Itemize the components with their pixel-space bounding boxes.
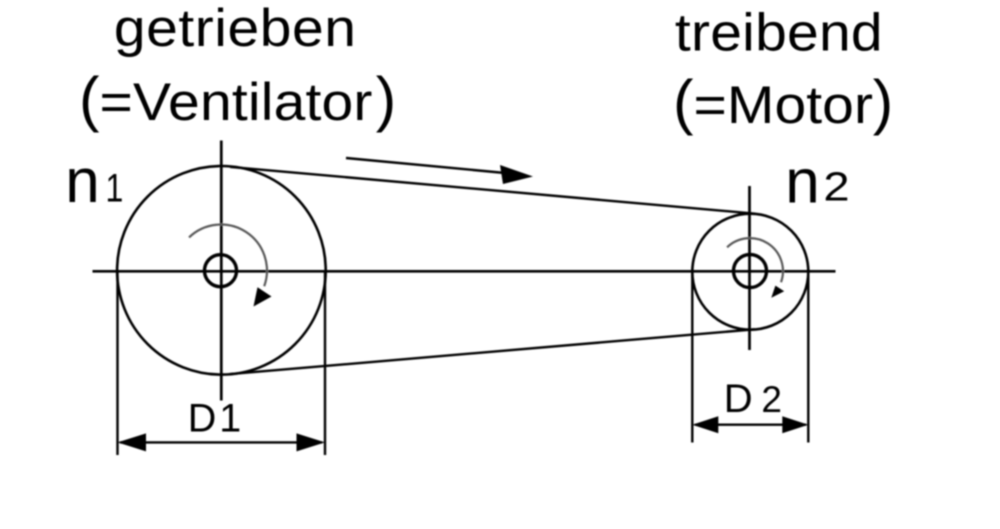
svg-text:(: ( [673, 68, 694, 137]
svg-text:treibend: treibend [675, 2, 883, 62]
svg-text:D: D [724, 377, 753, 421]
svg-text:D1: D1 [188, 396, 245, 440]
svg-text:2: 2 [761, 379, 782, 420]
svg-text:n: n [65, 147, 99, 216]
svg-text:1: 1 [106, 165, 124, 210]
svg-text:=Motor: =Motor [694, 75, 874, 135]
svg-text:): ) [873, 68, 893, 137]
svg-text:(: ( [79, 65, 100, 134]
svg-text:=Ventilator: =Ventilator [100, 72, 373, 132]
svg-text:2: 2 [823, 164, 849, 209]
svg-text:getrieben: getrieben [114, 0, 357, 58]
svg-text:): ) [376, 65, 396, 134]
svg-text:n: n [785, 148, 819, 217]
